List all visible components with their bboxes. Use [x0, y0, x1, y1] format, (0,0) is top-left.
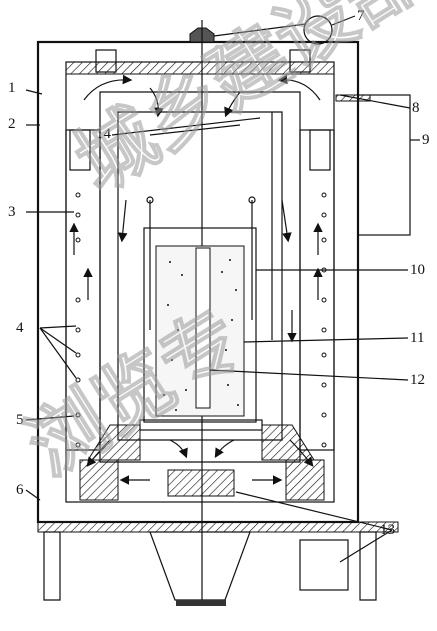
belt-7: [213, 23, 307, 37]
bracket-left: [69, 129, 91, 171]
probe-right-head: [248, 196, 256, 204]
drive-plate: [176, 600, 226, 606]
thermowell-12: [195, 247, 211, 409]
callout-10: 10: [410, 262, 425, 278]
callout-6: 6: [16, 482, 24, 498]
support-right: [261, 424, 315, 461]
probe-left-head: [146, 196, 154, 204]
motor-7: [303, 15, 333, 45]
leader-lines: [25, 15, 420, 563]
control-box-9: [357, 94, 411, 236]
top-lid: [65, 61, 335, 75]
flow-arrows: [69, 74, 323, 467]
callout-4: 4: [16, 320, 24, 336]
heater-dots: [75, 192, 327, 448]
callout-8: 8: [412, 100, 420, 116]
callout-5: 5: [16, 412, 24, 428]
top-clamp-left: [95, 49, 117, 73]
bracket-right: [309, 129, 331, 171]
bottom-ring-right: [285, 459, 325, 501]
callout-7: 7: [357, 8, 365, 24]
callout-9: 9: [422, 132, 430, 148]
top-clamp-right: [289, 49, 311, 73]
sample-speckles: [163, 259, 239, 411]
motor-box-13: [299, 539, 349, 591]
fan-13: [167, 469, 235, 497]
callout-13: 13: [380, 522, 395, 538]
container-10: [143, 227, 257, 423]
callout-2: 2: [8, 116, 16, 132]
callout-1: 1: [8, 80, 16, 96]
callout-11: 11: [410, 330, 424, 346]
callout-3: 3: [8, 204, 16, 220]
callout-14: 14: [96, 126, 112, 142]
bottom-ring-left: [79, 459, 119, 501]
support-left: [87, 424, 141, 461]
callout-12: 12: [410, 372, 425, 388]
hopper: [149, 531, 251, 601]
leg-right: [359, 531, 377, 601]
watermark-line-1: 城乡建设部: [60, 0, 437, 210]
floor-slab: [37, 521, 399, 533]
heater-right: [299, 129, 335, 451]
leg-left: [43, 531, 61, 601]
